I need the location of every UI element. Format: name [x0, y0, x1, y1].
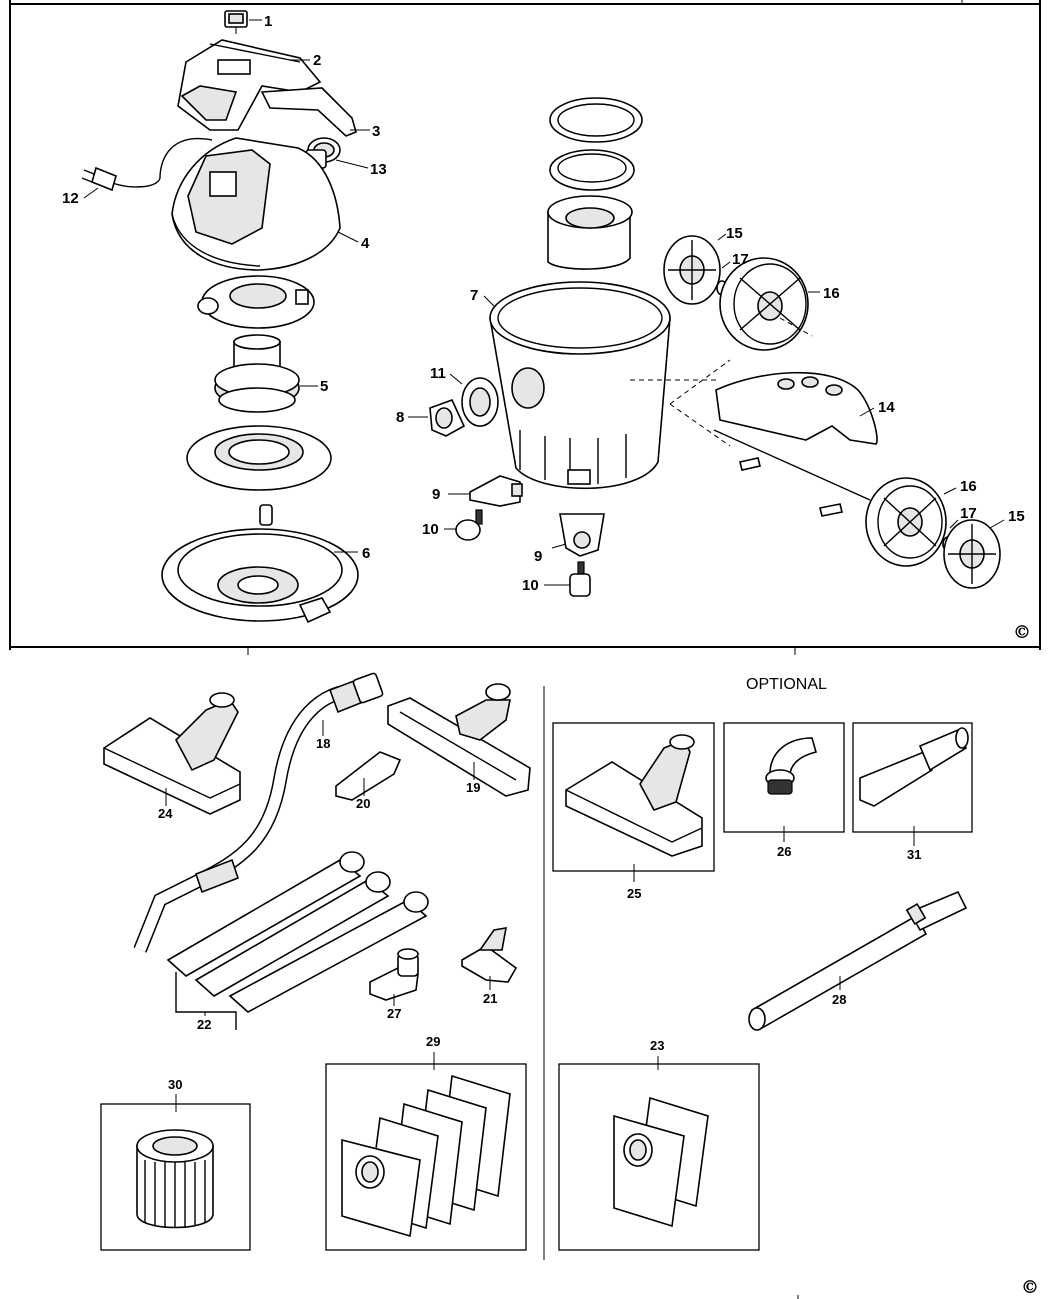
- label-part-29: 29: [426, 1034, 440, 1049]
- part-22-extension-tubes: [166, 851, 429, 1030]
- label-part-17-b: 17: [960, 505, 977, 522]
- label-part-26: 26: [777, 844, 791, 859]
- bottom-part-labels: 24 18 19 20 21 27 22 30 29 23 25 26 31 2…: [158, 736, 1039, 1298]
- part-10-caster-a: [455, 509, 483, 541]
- part-25-floor-nozzle: [565, 734, 703, 857]
- label-part-6: 6: [362, 545, 370, 562]
- top-panel: [9, 0, 1041, 655]
- label-part-16-b: 16: [960, 478, 977, 495]
- label-part-16-a: 16: [823, 285, 840, 302]
- part-18-flexible-hose: [133, 672, 384, 953]
- part-26-dusting-brush: [765, 737, 817, 795]
- label-part-23: 23: [650, 1038, 664, 1053]
- bottom-leader-lines: [165, 720, 915, 1112]
- label-part-2: 2: [313, 52, 321, 69]
- part-9-caster-holder-a: [469, 475, 523, 507]
- label-part-8: 8: [396, 409, 404, 426]
- label-part-7: 7: [470, 287, 478, 304]
- label-part-31: 31: [907, 847, 921, 862]
- part-27-adaptor: [369, 948, 419, 1001]
- part-23-dust-bags: [613, 1096, 709, 1228]
- part-20-crevice-tool: [335, 751, 402, 801]
- part-4-motor-housing: [171, 137, 341, 271]
- part-10-caster-b: [569, 561, 591, 597]
- label-part-15-a: 15: [726, 225, 743, 242]
- label-part-12: 12: [62, 190, 79, 207]
- part-19-wide-floor-tool: [387, 683, 531, 797]
- label-part-3: 3: [372, 123, 380, 140]
- wheel-axle: [713, 429, 871, 517]
- label-part-28: 28: [832, 992, 846, 1007]
- part-12-power-cord: [81, 137, 213, 192]
- copyright-symbol-bottom: ©: [1021, 1277, 1039, 1298]
- label-part-1: 1: [264, 13, 272, 30]
- label-part-17-a: 17: [732, 251, 749, 268]
- part-15-hubcap-b: [943, 519, 1001, 589]
- part-14-wheel-carrier: [715, 371, 878, 445]
- label-part-10-a: 10: [422, 521, 439, 538]
- label-part-15-b: 15: [1008, 508, 1025, 525]
- part-9-caster-holder-b: [559, 513, 605, 557]
- part-13-hose-inlet: [305, 137, 341, 169]
- part-21-upholstery-tool: [461, 927, 518, 983]
- label-part-19: 19: [466, 780, 480, 795]
- label-part-9-b: 9: [534, 548, 542, 565]
- label-part-25: 25: [627, 886, 641, 901]
- part-15-hubcap-a: [663, 235, 721, 305]
- label-part-27: 27: [387, 1006, 401, 1021]
- part-8-inlet-adapter: [429, 398, 466, 437]
- part-29-box: [325, 1063, 527, 1251]
- label-part-22: 22: [197, 1017, 211, 1032]
- part-3-handle: [260, 87, 357, 137]
- part-31-box: [852, 722, 973, 833]
- dashed-alignment-lines: [630, 317, 813, 447]
- label-part-11: 11: [430, 365, 446, 382]
- part-23-box: [558, 1063, 760, 1251]
- part-1-switch: [224, 10, 248, 34]
- label-part-24: 24: [158, 806, 173, 821]
- optional-heading: OPTIONAL: [746, 676, 827, 693]
- top-leader-lines: [83, 19, 1005, 586]
- label-part-18: 18: [316, 736, 330, 751]
- label-part-20: 20: [356, 796, 370, 811]
- part-2-top-cover: [177, 39, 322, 131]
- bottom-panel-frame: [543, 686, 799, 1299]
- label-part-10-b: 10: [522, 577, 539, 594]
- part-11-inlet-ring: [461, 377, 499, 427]
- label-part-14: 14: [878, 399, 895, 416]
- part-28-telescopic-tube: [748, 890, 968, 1031]
- part-16-wheel-b: [865, 477, 947, 567]
- part-31-crevice-tool: [859, 727, 969, 807]
- part-5-motor: [214, 334, 300, 413]
- copyright-symbol-top: ©: [1013, 622, 1031, 643]
- part-7-tank: [489, 281, 671, 490]
- part-16-wheel-a: [719, 257, 809, 351]
- label-part-30: 30: [168, 1077, 182, 1092]
- part-29-dust-bags: [341, 1074, 511, 1238]
- label-part-5: 5: [320, 378, 328, 395]
- part-30-cartridge-filter: [136, 1129, 214, 1229]
- filter-seal-ring-middle: [549, 149, 635, 191]
- filter-seal-ring-top: [549, 97, 643, 143]
- filter-cage: [547, 195, 633, 270]
- motor-seat-plate: [186, 425, 332, 491]
- label-part-4: 4: [361, 235, 370, 252]
- motor-mount-ring: [197, 275, 315, 329]
- label-part-9-a: 9: [432, 486, 440, 503]
- label-part-13: 13: [370, 161, 387, 178]
- top-part-labels: 1 2 3 13 12 4 5 6 7 11 8 9 10 9 10 15 17…: [62, 13, 1031, 643]
- part-24-floor-nozzle: [103, 692, 241, 815]
- label-part-21: 21: [483, 991, 497, 1006]
- part-6-base-plate: [161, 504, 359, 624]
